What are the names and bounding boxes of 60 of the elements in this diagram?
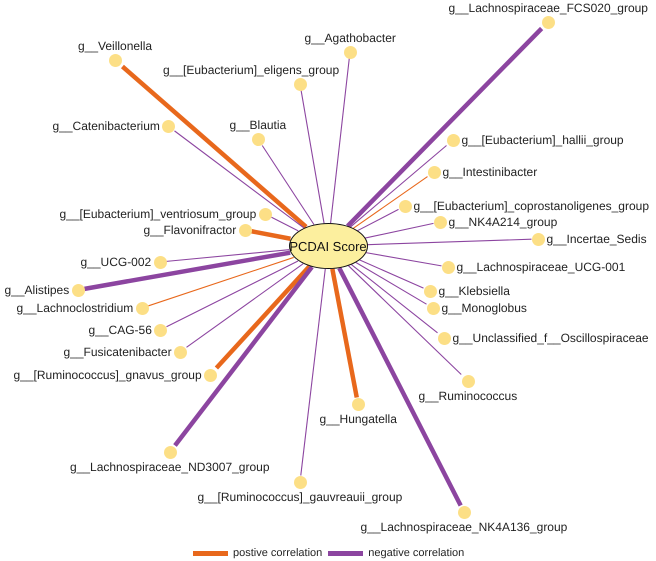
- node-label: g__Blautia: [228, 118, 288, 132]
- edge-line: [364, 222, 434, 239]
- node-label: g__NK4A214_group: [448, 215, 558, 229]
- node-label: g__Lachnospiraceae_ND3007_group: [69, 460, 270, 474]
- node-label: g__Klebsiella: [438, 284, 511, 298]
- node-label: g__Flavonifractor: [142, 223, 238, 237]
- edge-line: [350, 145, 447, 228]
- node-label: g__Intestinibacter: [442, 165, 538, 179]
- node-label: g__[Eubacterium]_hallii_group: [460, 133, 625, 147]
- node-label: g__Lachnospiraceae_FCS020_group: [448, 0, 649, 14]
- node-label: g__[Ruminococcus]_gnavus_group: [12, 368, 203, 382]
- edge-line: [346, 26, 544, 228]
- node-label: g__Ruminococcus: [418, 388, 518, 402]
- edge-line: [355, 262, 427, 305]
- edge-line: [166, 249, 290, 262]
- node-label: g__[Ruminococcus]_gauvreauii_group: [196, 490, 404, 504]
- ellipse-node: [288, 223, 368, 269]
- node-label: g__Alistipes: [4, 283, 70, 297]
- edge-line: [300, 90, 325, 224]
- edge-line: [337, 267, 463, 507]
- edge-line: [84, 250, 291, 292]
- edge-line: [300, 268, 326, 476]
- edge-line: [351, 264, 438, 334]
- edge-line: [148, 256, 294, 306]
- node-label: g__[Eubacterium]_ventriosum_group: [58, 207, 258, 221]
- edge-line: [359, 259, 424, 289]
- edge-line: [251, 229, 291, 241]
- edge-line: [271, 216, 298, 232]
- legend-label: negative correlation: [368, 547, 464, 560]
- node-label: g__Veillonella: [77, 38, 154, 52]
- edge-line: [262, 145, 314, 225]
- node-label: g__Agathobacter: [304, 30, 397, 44]
- node-label: g__CAG-56: [88, 323, 153, 337]
- node-label: g__Hungatella: [318, 412, 398, 426]
- edge-line: [120, 64, 308, 229]
- node-label: PCDAI Score: [289, 238, 367, 254]
- node-label: g__UCG-002: [80, 255, 152, 269]
- node-label: g__Incertae_Sedis: [546, 232, 648, 246]
- edge-line: [214, 264, 312, 370]
- node-label: g__Monoglobus: [440, 301, 528, 315]
- edge-line: [174, 130, 304, 228]
- edge-line: [330, 58, 350, 224]
- edge-line: [166, 260, 298, 328]
- edge-line: [367, 238, 532, 246]
- node-label: g__[Eubacterium]_coprostanoligenes_group: [412, 199, 650, 213]
- node-label: g__Lachnoclostridium: [16, 301, 134, 315]
- edge-line: [366, 252, 442, 266]
- node-label: g__Fusicatenibacter: [62, 345, 173, 359]
- edge-line: [330, 268, 359, 398]
- node-label: g__[Eubacterium]_eligens_group: [162, 62, 340, 76]
- node-label: g__Lachnospiraceae_NK4A136_group: [360, 520, 568, 534]
- node-label: g__Lachnospiraceae_UCG-001: [456, 260, 626, 274]
- node-label: g__Unclassified_f__Oscillospiraceae: [452, 331, 650, 345]
- edge-line: [173, 266, 314, 447]
- edge-line: [348, 265, 462, 375]
- edge-line: [186, 263, 304, 348]
- legend-label: postive correlation: [233, 547, 322, 560]
- node-label: g__Catenibacterium: [52, 119, 161, 133]
- edge-line: [352, 176, 428, 229]
- edge-line: [357, 208, 399, 232]
